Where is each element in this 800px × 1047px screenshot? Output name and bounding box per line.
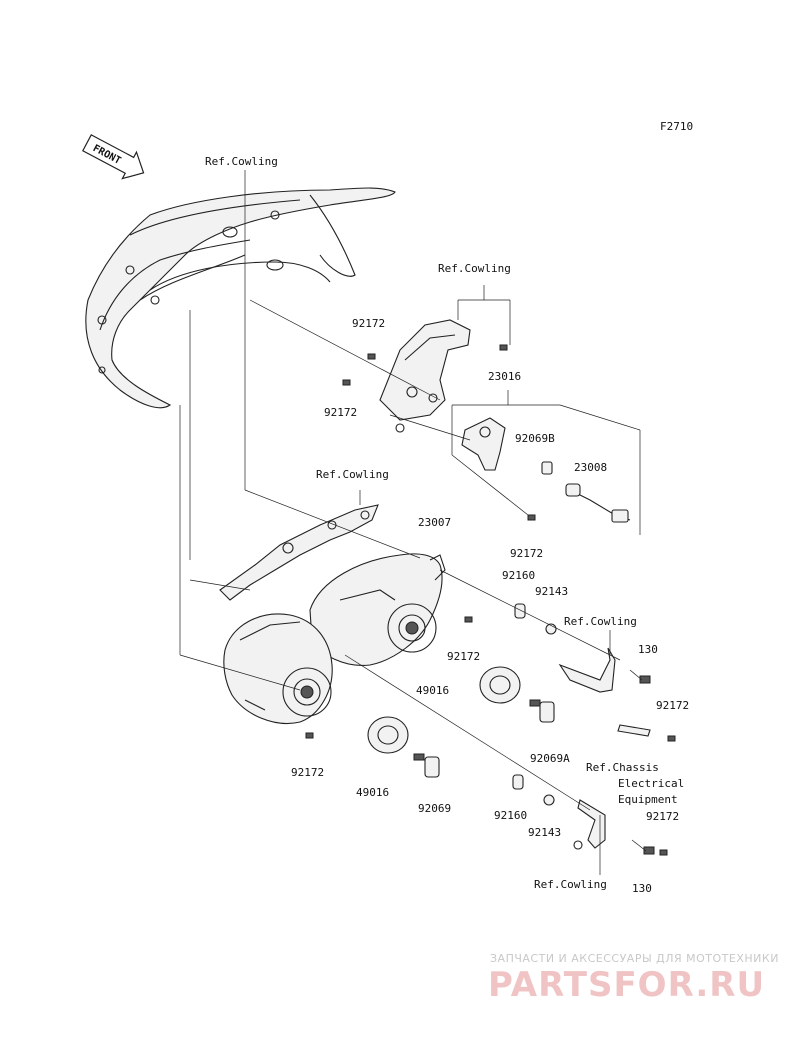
label-92143-a: 92143 [535, 585, 568, 598]
headlight-23007 [309, 553, 446, 666]
label-92069: 92069 [418, 802, 451, 815]
spring-92160-b [512, 774, 524, 790]
callout-labels: Ref.Cowling Ref.Cowling 92172 92172 2301… [205, 155, 689, 895]
label-92172-d: 92172 [447, 650, 480, 663]
label-49016-a: 49016 [416, 684, 449, 697]
label-92143-b: 92143 [528, 826, 561, 839]
bracket-23016 [379, 319, 506, 471]
watermark-tagline: ЗАПЧАСТИ И АКСЕССУАРЫ ДЛЯ МОТОТЕХНИКИ [490, 952, 779, 965]
upper-cowling [85, 187, 396, 409]
washer-92143-b [543, 794, 555, 806]
label-92172-a: 92172 [352, 317, 385, 330]
bracket-left-lower [573, 799, 606, 850]
label-92172-c: 92172 [510, 547, 543, 560]
label-23008: 23008 [574, 461, 607, 474]
label-130-b: 130 [632, 882, 652, 895]
label-ref-cowling-1: Ref.Cowling [205, 155, 278, 168]
label-92172-g: 92172 [646, 810, 679, 823]
inner-bracket [219, 504, 379, 601]
socket-23008 [541, 461, 631, 523]
screw-fasteners [305, 344, 676, 856]
label-92172-e: 92172 [656, 699, 689, 712]
label-130-a: 130 [638, 643, 658, 656]
watermark: ЗАПЧАСТИ И АКСЕССУАРЫ ДЛЯ МОТОТЕХНИКИ PA… [488, 952, 779, 1005]
bolt-130-a [629, 669, 651, 684]
label-92172-f: 92172 [291, 766, 324, 779]
label-92069A: 92069A [530, 752, 570, 765]
cap-49016-a [479, 666, 521, 704]
bracket-right-lower [558, 647, 651, 737]
diagram-code: F2710 [660, 120, 693, 133]
label-ref-chassis-1: Ref.Chassis [586, 761, 659, 774]
cap-49016-b [367, 716, 409, 754]
headlight-left [223, 613, 333, 724]
label-23007: 23007 [418, 516, 451, 529]
bulb-92069A [529, 699, 555, 723]
label-ref-cowling-4: Ref.Cowling [564, 615, 637, 628]
label-92160-a: 92160 [502, 569, 535, 582]
leader-lines [179, 170, 641, 875]
bulb-92069 [413, 753, 440, 778]
label-ref-cowling-5: Ref.Cowling [534, 878, 607, 891]
label-ref-chassis-3: Equipment [618, 793, 678, 806]
label-92069B: 92069B [515, 432, 555, 445]
watermark-brand: PARTSFOR.RU [488, 965, 765, 1005]
label-ref-cowling-2: Ref.Cowling [438, 262, 511, 275]
label-92172-b: 92172 [324, 406, 357, 419]
label-23016: 23016 [488, 370, 521, 383]
bolt-130-b [631, 839, 655, 855]
label-92160-b: 92160 [494, 809, 527, 822]
spring-92160-a [514, 603, 526, 619]
label-49016-b: 49016 [356, 786, 389, 799]
front-arrow-icon: FRONT [82, 134, 145, 180]
label-ref-chassis-2: Electrical [618, 777, 684, 790]
label-ref-cowling-3: Ref.Cowling [316, 468, 389, 481]
